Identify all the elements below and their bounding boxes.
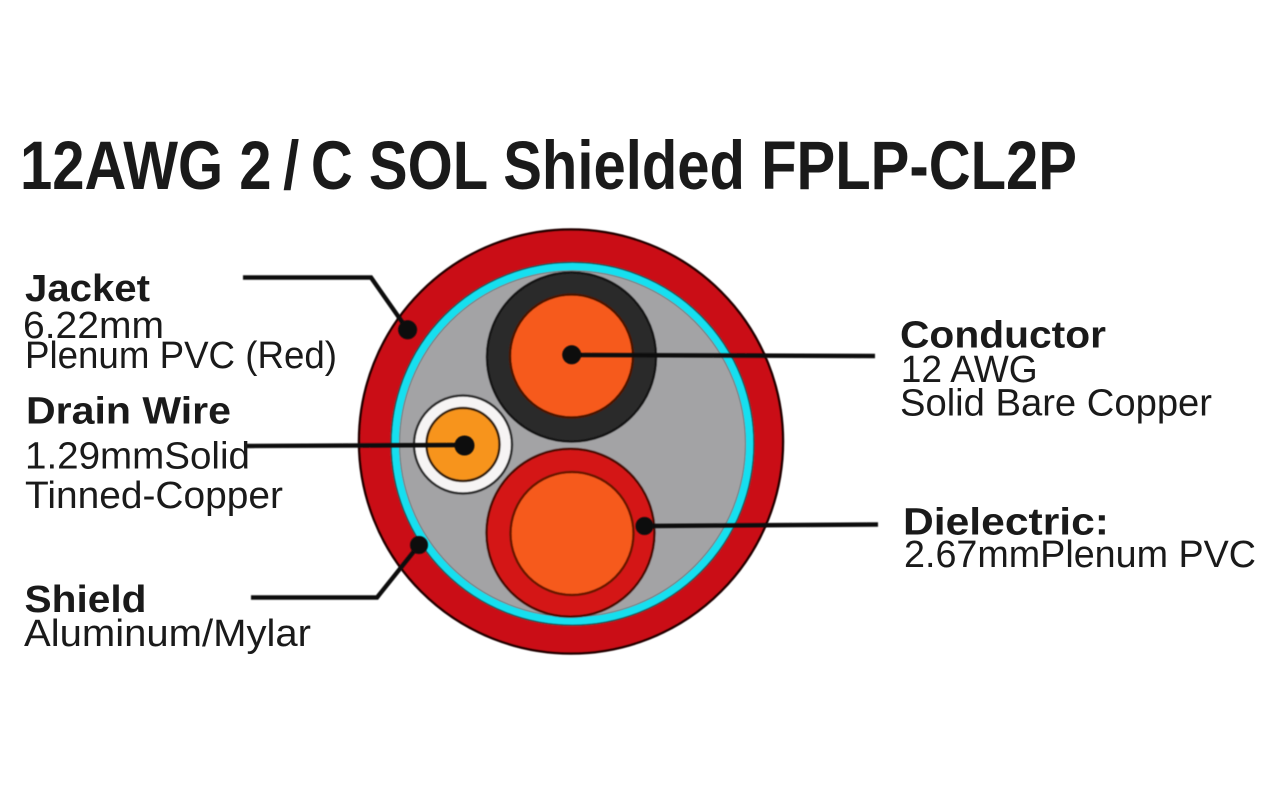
svg-text:Dielectric:: Dielectric: (903, 502, 1109, 544)
svg-text:Shield: Shield (25, 579, 147, 621)
svg-text:1.29mmSolid: 1.29mmSolid (25, 436, 250, 478)
svg-text:12AWG 2 / C SOL Shielded FPLP-: 12AWG 2 / C SOL Shielded FPLP-CL2P (20, 127, 1077, 204)
svg-text:Tinned-Copper: Tinned-Copper (25, 475, 283, 517)
svg-text:Solid Bare Copper: Solid Bare Copper (900, 383, 1212, 425)
svg-text:Conductor: Conductor (900, 315, 1106, 357)
svg-text:12 AWG: 12 AWG (901, 349, 1038, 391)
svg-text:Drain Wire: Drain Wire (26, 391, 231, 433)
svg-text:Jacket: Jacket (25, 268, 150, 310)
svg-text:Aluminum/Mylar: Aluminum/Mylar (24, 613, 311, 655)
svg-text:2.67mmPlenum PVC: 2.67mmPlenum PVC (904, 534, 1256, 576)
svg-text:6.22mm: 6.22mm (23, 305, 164, 347)
svg-text:Plenum PVC (Red): Plenum PVC (Red) (25, 335, 337, 377)
